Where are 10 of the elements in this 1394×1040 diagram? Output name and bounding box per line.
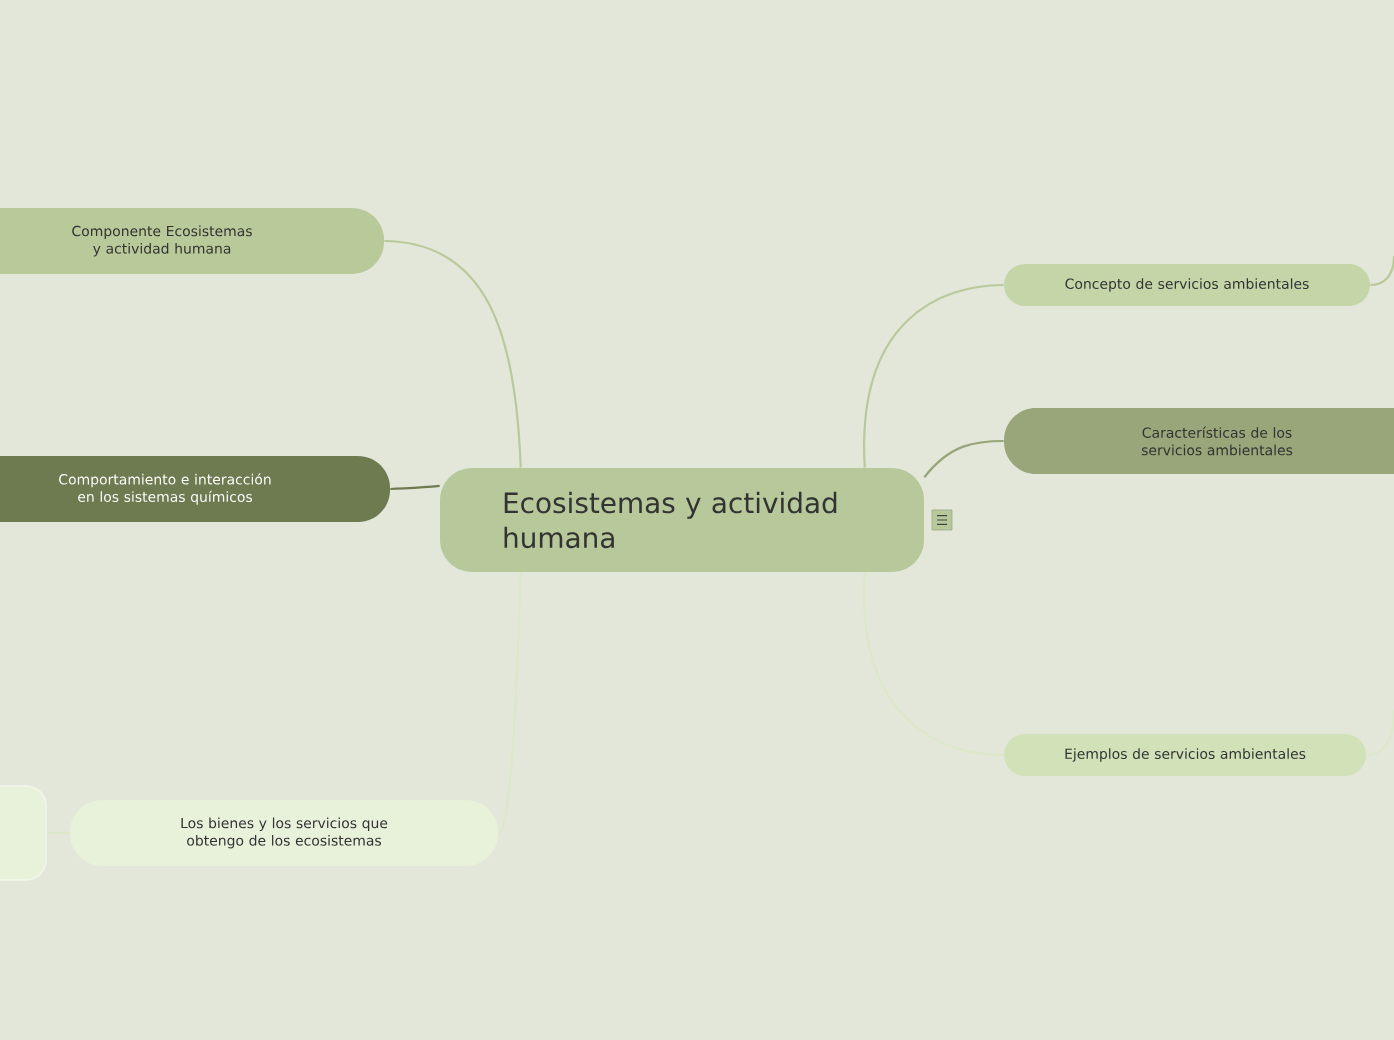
connector-line [1370, 255, 1394, 287]
connector-line [497, 572, 522, 834]
connector-line [384, 239, 522, 468]
connector-line [1366, 709, 1394, 757]
topic-box [0, 785, 47, 881]
connector-line [390, 484, 440, 491]
connector-line [863, 283, 1004, 468]
connector-line [923, 439, 1004, 478]
connector-line [863, 572, 1004, 757]
central-topic-box: Ecosistemas y actividad humana [440, 468, 924, 572]
